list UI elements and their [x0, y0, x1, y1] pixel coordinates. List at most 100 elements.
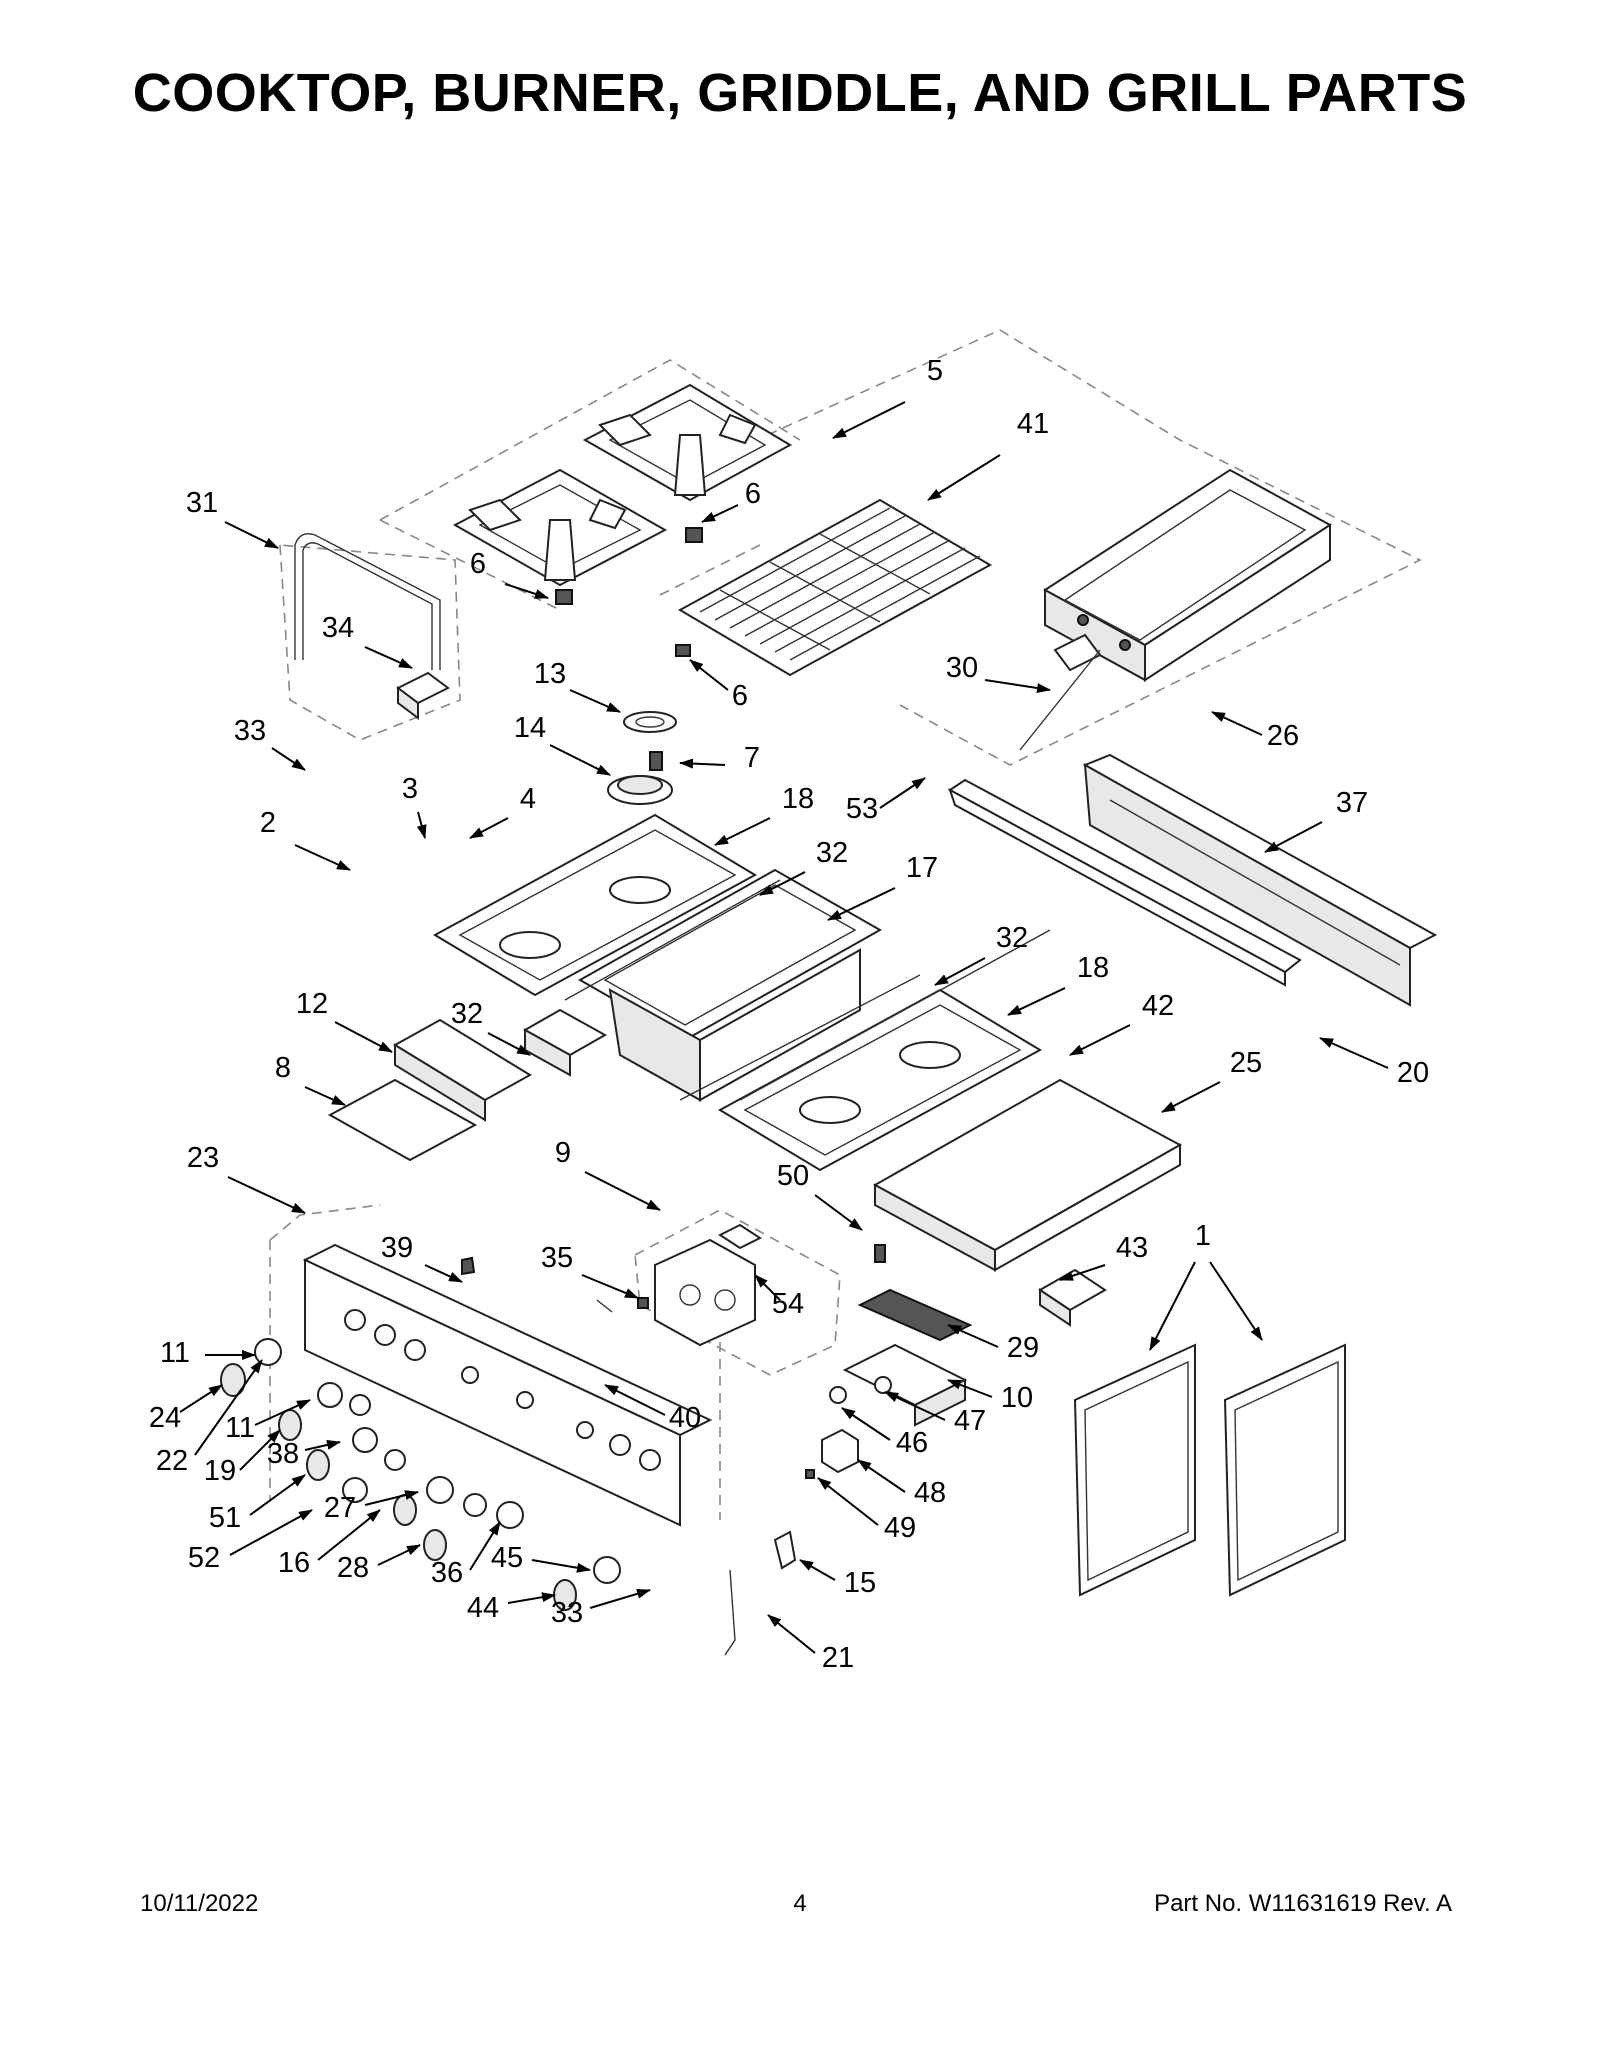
- callout-53: 53: [846, 777, 926, 825]
- callout-leader-arrow: [927, 454, 1001, 501]
- callout-10: 10: [947, 1379, 1033, 1414]
- callout-number: 23: [187, 1142, 219, 1174]
- callout-leader-arrow: [504, 583, 549, 599]
- callout-number: 11: [225, 1412, 255, 1444]
- callout-46: 46: [841, 1407, 928, 1459]
- callout-number: 48: [914, 1477, 946, 1509]
- callout-number: 3: [402, 773, 418, 805]
- callout-leader-arrow: [1209, 1261, 1263, 1341]
- callout-number: 35: [541, 1242, 573, 1274]
- callout-number: 43: [1116, 1232, 1148, 1264]
- callout-16: 16: [278, 1509, 381, 1579]
- callout-number: 39: [381, 1232, 413, 1264]
- callout-leader-arrow: [934, 957, 986, 986]
- callout-leader-arrow: [294, 844, 351, 871]
- callout-33: 33: [234, 715, 306, 771]
- callout-leader-arrow: [759, 871, 806, 896]
- burner-base-and-cap: [607, 711, 677, 805]
- callout-leader-arrow: [1149, 1261, 1196, 1351]
- callout-number: 32: [996, 922, 1028, 954]
- callout-leader-arrow: [679, 758, 726, 769]
- callout-leader-arrow: [701, 504, 739, 523]
- callout-number: 17: [906, 852, 938, 884]
- callout-25: 25: [1161, 1047, 1262, 1113]
- callout-37: 37: [1264, 787, 1368, 853]
- callout-leader-arrow: [487, 1032, 531, 1056]
- callout-number: 11: [160, 1337, 190, 1369]
- callout-number: 27: [324, 1492, 356, 1524]
- callout-number: 50: [777, 1160, 809, 1192]
- module-cover: [327, 1078, 478, 1162]
- callout-number: 40: [669, 1402, 701, 1434]
- burner-pan-left: [432, 813, 758, 997]
- callout-leader-arrow: [364, 1490, 419, 1506]
- callout-leader-arrow: [841, 1407, 891, 1441]
- callout-1: 1: [1149, 1220, 1211, 1351]
- callout-30: 30: [946, 652, 1051, 693]
- callout-leader-arrow: [179, 1384, 223, 1413]
- callout-number: 2: [260, 807, 276, 839]
- callout-number: 14: [514, 712, 546, 744]
- callout-leader-arrow: [377, 1544, 421, 1566]
- callout-leader-arrow: [317, 1509, 381, 1561]
- module-bracket: [522, 1008, 608, 1077]
- callout-leader-arrow: [767, 1614, 816, 1654]
- callout-47: 47: [884, 1391, 986, 1437]
- callout-leader-arrow: [1059, 1264, 1106, 1281]
- callout-leader-arrow: [364, 646, 413, 669]
- switch-module-group: [634, 1209, 841, 1376]
- callout-leader-arrow: [879, 777, 926, 809]
- callout-leader-arrow: [589, 1588, 651, 1609]
- control-knobs: [220, 1338, 621, 1611]
- callout-21: 21: [767, 1614, 854, 1674]
- callout-leader-arrow: [884, 1391, 946, 1421]
- callout-number: 6: [745, 478, 761, 510]
- callout-leader-arrow: [416, 811, 427, 839]
- callout-leader-arrow: [334, 1021, 393, 1053]
- callout-48: 48: [857, 1459, 946, 1509]
- callout-leader-arrow: [689, 659, 729, 691]
- callout-leader-arrow: [569, 689, 621, 713]
- callout-23: 23: [187, 1142, 306, 1214]
- callout-49: 49: [817, 1477, 916, 1544]
- callout-number: 33: [234, 715, 266, 747]
- callout-26: 26: [1211, 711, 1299, 752]
- callout-27: 27: [324, 1490, 419, 1524]
- callout-18: 18: [1007, 952, 1109, 1016]
- callout-leader-arrow: [584, 1171, 661, 1211]
- callout-leader-arrow: [531, 1559, 591, 1573]
- callout-number: 10: [1001, 1382, 1033, 1414]
- callout-leader-arrow: [194, 1359, 263, 1456]
- callout-31: 31: [186, 487, 279, 549]
- callout-28: 28: [337, 1544, 421, 1584]
- callout-number: 21: [822, 1642, 854, 1674]
- callout-leader-arrow: [239, 1429, 281, 1471]
- callout-number: 47: [954, 1405, 986, 1437]
- callout-41: 41: [927, 408, 1049, 501]
- control-panel-outline: [269, 1204, 721, 1520]
- callout-number: 42: [1142, 990, 1174, 1022]
- callout-number: 15: [844, 1567, 876, 1599]
- callout-leader-arrow: [1319, 1037, 1389, 1069]
- callout-number: 46: [896, 1427, 928, 1459]
- callout-4: 4: [469, 783, 536, 839]
- bracket-29: [857, 1288, 973, 1342]
- griddle-unit: [1019, 468, 1332, 751]
- callout-number: 31: [186, 487, 218, 519]
- callout-leader-arrow: [249, 1474, 306, 1516]
- callout-leader-arrow: [857, 1459, 906, 1493]
- callout-number: 30: [946, 652, 978, 684]
- callout-number: 38: [267, 1438, 299, 1470]
- callout-33: 33: [551, 1588, 651, 1629]
- callout-leader-arrow: [714, 817, 771, 846]
- callout-number: 52: [188, 1542, 220, 1574]
- callout-number: 12: [296, 988, 328, 1020]
- callout-leader-arrow: [754, 1274, 781, 1301]
- callout-number: 26: [1267, 720, 1299, 752]
- callout-12: 12: [296, 988, 393, 1053]
- callout-number: 5: [927, 355, 943, 387]
- callout-number: 34: [322, 612, 354, 644]
- callout-leader-arrow: [227, 1176, 306, 1214]
- callout-number: 18: [1077, 952, 1109, 984]
- callout-number: 9: [555, 1137, 571, 1169]
